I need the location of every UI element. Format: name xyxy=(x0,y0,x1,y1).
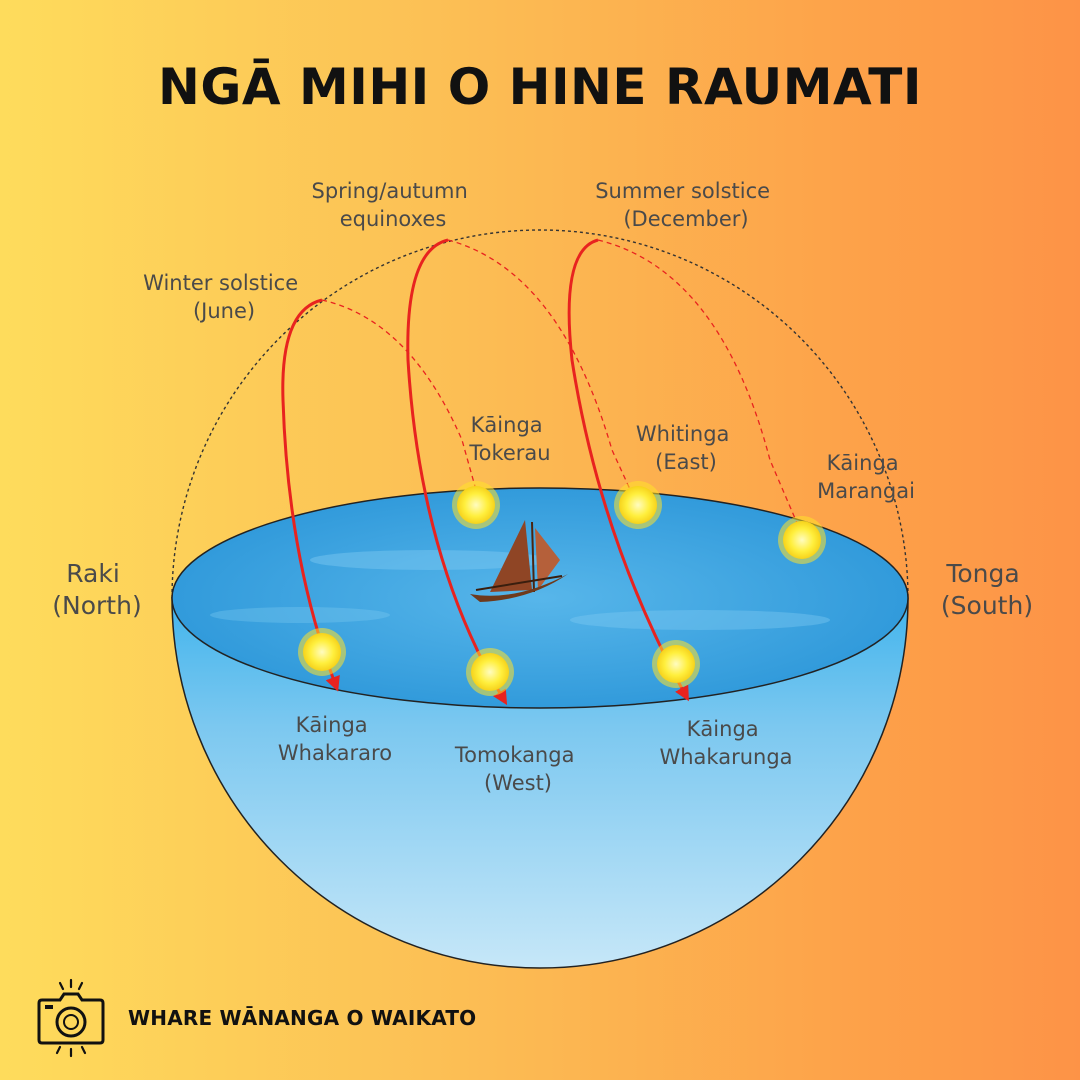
summer-path-dashed xyxy=(597,239,801,531)
kainga-whakarunga-label: Kāinga Whakarunga xyxy=(659,717,792,769)
winter-solstice-label: Winter solstice (June) xyxy=(143,271,305,323)
camera-icon xyxy=(37,978,105,1058)
sun-icon xyxy=(298,628,346,676)
south-label: Tonga (South) xyxy=(941,559,1033,620)
sun-icon xyxy=(614,481,662,529)
tomokanga-west-label: Tomokanga (West) xyxy=(454,743,581,795)
sun-icon xyxy=(452,481,500,529)
sun-icon xyxy=(652,640,700,688)
kainga-whakararo-label: Kāinga Whakararo xyxy=(278,713,392,765)
summer-solstice-label: Summer solstice (December) xyxy=(595,179,777,231)
whitinga-east-label: Whitinga (East) xyxy=(636,422,736,474)
sun-icon xyxy=(778,516,826,564)
summer-path-solid xyxy=(567,238,689,702)
water-surface xyxy=(171,487,909,709)
sky-dome xyxy=(171,229,909,599)
equinox-label: Spring/autumn equinoxes xyxy=(311,179,474,231)
kainga-tokerau-label: Kāinga Tokerau xyxy=(468,413,550,465)
winter-path-solid xyxy=(281,298,340,692)
water-highlight xyxy=(570,610,830,630)
winter-path-dashed xyxy=(321,299,477,491)
north-label: Raki (North) xyxy=(52,559,141,620)
water-highlight xyxy=(310,550,550,570)
footer: WHARE WĀNANGA O WAIKATO xyxy=(36,968,476,1068)
page-title: NGĀ MIHI O HINE RAUMATI xyxy=(157,58,922,116)
water-highlight xyxy=(210,607,390,623)
sun-icon xyxy=(466,648,514,696)
equinox-path-solid xyxy=(406,238,508,706)
equinox-path-dashed xyxy=(447,239,635,499)
footer-text: WHARE WĀNANGA O WAIKATO xyxy=(128,1006,477,1030)
kainga-marangai-label: Kāinga Marangai xyxy=(817,451,915,503)
canoe-icon xyxy=(470,520,568,602)
